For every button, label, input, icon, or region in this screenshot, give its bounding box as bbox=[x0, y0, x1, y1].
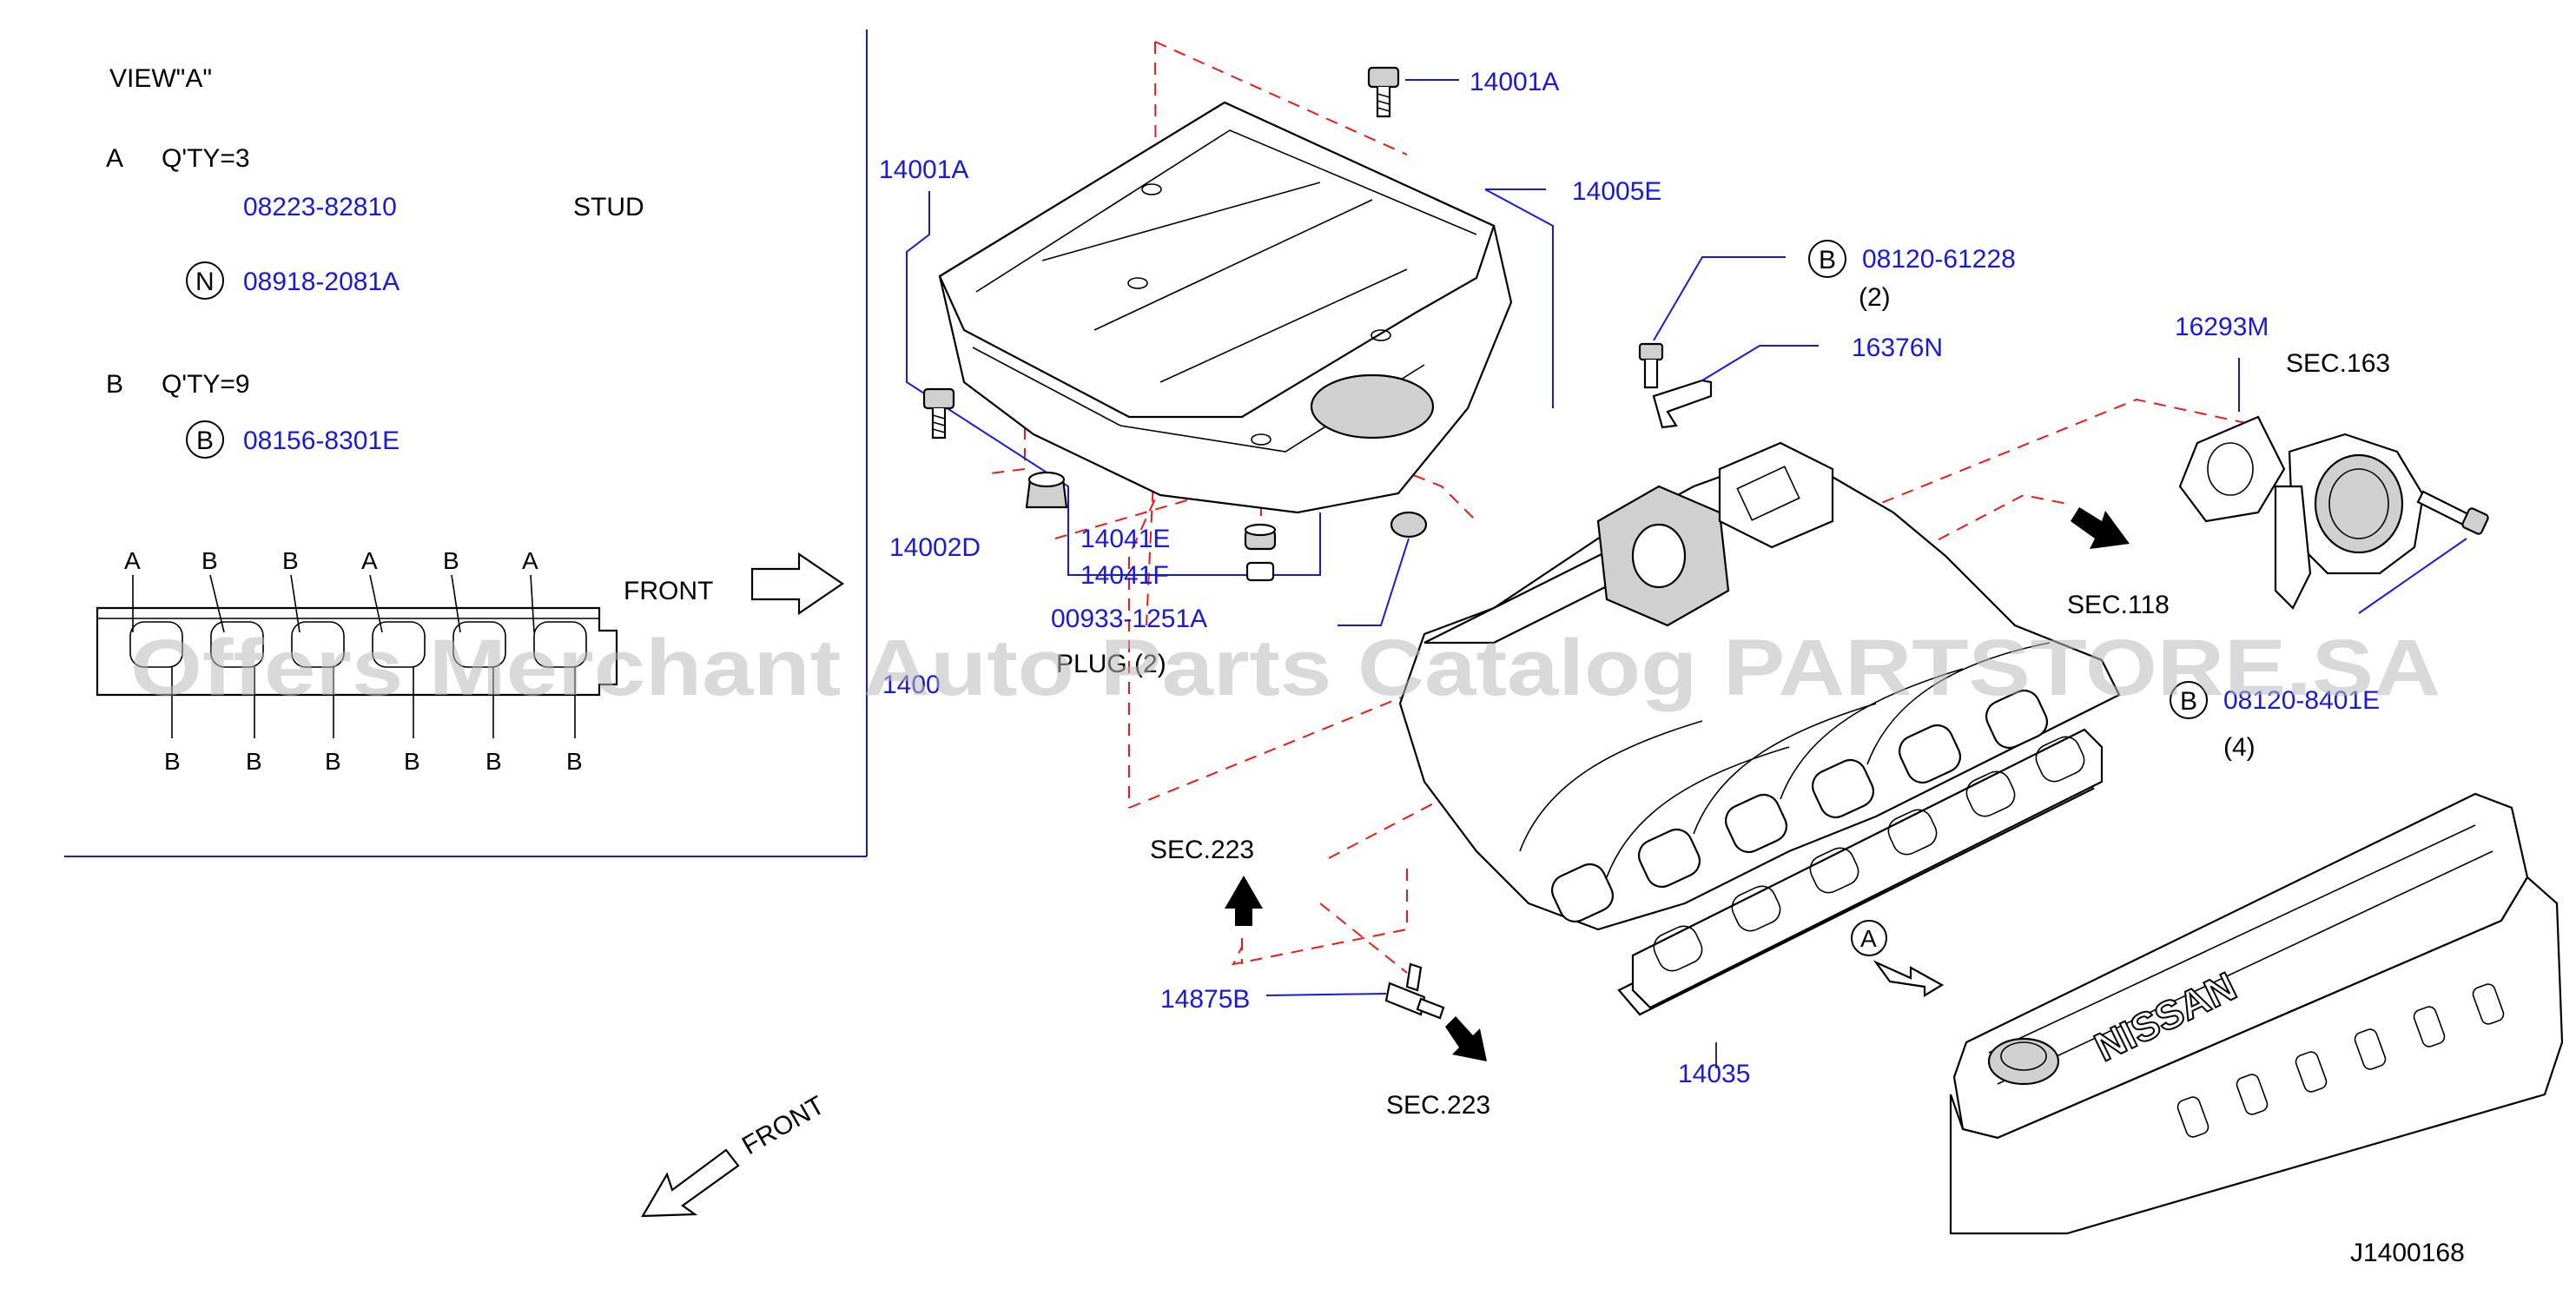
bolt-b-letter-1: B bbox=[1819, 246, 1836, 274]
engine-cover[interactable] bbox=[938, 101, 1513, 514]
bolt-part-number[interactable]: 08156-8301E bbox=[243, 426, 400, 455]
group-a-qty: Q'TY=3 bbox=[162, 144, 250, 173]
throttle-body[interactable] bbox=[2274, 433, 2425, 610]
nut-part-number[interactable]: 08918-2081A bbox=[243, 268, 400, 296]
front-arrow-right-icon bbox=[750, 552, 844, 616]
sec-223-bottom[interactable]: SEC.223 bbox=[1386, 1091, 1490, 1120]
nut-symbol-circle bbox=[186, 261, 224, 300]
part-14002d[interactable]: 14002D bbox=[889, 533, 981, 562]
leader-16376n bbox=[1701, 345, 1819, 381]
part-14041e[interactable]: 14041E bbox=[1080, 525, 1170, 553]
injector-14875b[interactable] bbox=[1384, 962, 1445, 1020]
stud-part-number[interactable]: 08223-82810 bbox=[243, 193, 397, 221]
leader-14005e bbox=[1484, 188, 1554, 408]
part-16376n[interactable]: 16376N bbox=[1852, 334, 1943, 362]
top-marker-2: B bbox=[201, 547, 218, 574]
part-14005e[interactable]: 14005E bbox=[1572, 177, 1661, 206]
bolt-symbol-letter: B bbox=[196, 426, 214, 455]
bottom-marker-1: B bbox=[164, 748, 181, 775]
front-label-view-a: FRONT bbox=[624, 577, 713, 605]
view-a-title: VIEW"A" bbox=[109, 64, 212, 93]
oil-filler-opening bbox=[1310, 373, 1435, 440]
bolt-b-symbol-1 bbox=[1808, 240, 1846, 278]
manifold-outlet-flanges bbox=[1550, 689, 2049, 923]
bracket-16376n[interactable] bbox=[1652, 379, 1713, 429]
cover-bolt-left[interactable] bbox=[922, 387, 955, 440]
leader-14001a-left bbox=[906, 191, 1321, 576]
sec-163[interactable]: SEC.163 bbox=[2286, 349, 2390, 378]
collar-14041f[interactable] bbox=[1245, 561, 1275, 582]
flange-ports bbox=[129, 621, 587, 668]
sec223-down-arrow-icon bbox=[1445, 1016, 1487, 1061]
part-16293m[interactable]: 16293M bbox=[2175, 313, 2269, 341]
top-markers: A B B A B A bbox=[124, 547, 538, 633]
nut-symbol-letter: N bbox=[195, 268, 215, 296]
watermark: Offers Merchant Auto Parts Catalog PARTS… bbox=[130, 624, 2441, 712]
leader-00933 bbox=[1338, 538, 1410, 626]
leader-08120-61228 bbox=[1653, 256, 1786, 341]
bottom-marker-4: B bbox=[404, 748, 420, 775]
bolt-08120-61228[interactable] bbox=[1638, 342, 1664, 389]
intake-manifold[interactable] bbox=[1398, 441, 2121, 931]
top-marker-3: B bbox=[282, 547, 299, 574]
bottom-marker-3: B bbox=[325, 748, 341, 775]
part-14041f[interactable]: 14041F bbox=[1080, 561, 1169, 590]
view-a-marker-letter: A bbox=[1860, 925, 1877, 952]
throttle-gasket-16293m[interactable] bbox=[2178, 415, 2286, 523]
group-a-letter: A bbox=[106, 144, 123, 173]
callout-labels: 14001A 14001A 14005E 14002D 14041E 14041… bbox=[879, 68, 2465, 1267]
exhaust-ports bbox=[2176, 983, 2505, 1138]
bottom-marker-2: B bbox=[246, 748, 262, 775]
bolt-b-symbol-2 bbox=[2170, 681, 2208, 719]
front-arrow-bottom-icon bbox=[641, 1148, 740, 1218]
part-1400x[interactable]: 1400 bbox=[882, 671, 941, 699]
sec118-arrow-icon bbox=[2071, 507, 2130, 549]
top-marker-1: A bbox=[124, 547, 141, 574]
plug-00933[interactable] bbox=[1390, 511, 1428, 539]
part-14001a-left[interactable]: 14001A bbox=[879, 155, 968, 184]
part-14035[interactable]: 14035 bbox=[1678, 1060, 1750, 1088]
part-14875b[interactable]: 14875B bbox=[1160, 985, 1250, 1014]
leader-08120-8401e bbox=[2358, 538, 2467, 614]
bottom-marker-6: B bbox=[566, 748, 583, 775]
cover-bolt-top[interactable] bbox=[1367, 66, 1400, 118]
throttle-bolt[interactable] bbox=[2416, 490, 2489, 535]
part-08120-61228[interactable]: 08120-61228 bbox=[1862, 245, 2016, 274]
qty-4: (4) bbox=[2223, 733, 2256, 762]
manifold-flange-view bbox=[96, 606, 618, 697]
qty-2: (2) bbox=[1859, 283, 1891, 312]
bolt-symbol-circle bbox=[186, 420, 224, 459]
leader-14875b bbox=[1265, 993, 1387, 996]
part-08120-8401e[interactable]: 08120-8401E bbox=[2223, 686, 2380, 715]
gasket-ports bbox=[1653, 736, 2085, 972]
group-b-letter: B bbox=[106, 370, 123, 399]
view-a-marker: A bbox=[1851, 920, 1945, 997]
bottom-markers: B B B B B B bbox=[164, 667, 583, 775]
stud-label: STUD bbox=[573, 193, 644, 221]
sec223-up-arrow-icon bbox=[1225, 876, 1263, 926]
sec-118[interactable]: SEC.118 bbox=[2067, 591, 2170, 619]
part-00933[interactable]: 00933-1251A bbox=[1051, 605, 1207, 633]
manifold-runners bbox=[1519, 642, 2051, 878]
diagram-id: J1400168 bbox=[2350, 1239, 2465, 1267]
front-label-bottom: FRONT bbox=[737, 1091, 829, 1160]
group-b-qty: Q'TY=9 bbox=[162, 370, 250, 399]
part-14001a-top[interactable]: 14001A bbox=[1470, 68, 1559, 96]
top-marker-6: A bbox=[522, 547, 538, 574]
cover-bushing-14002d[interactable] bbox=[1025, 471, 1068, 509]
oil-cap bbox=[1987, 1037, 2060, 1086]
top-marker-4: A bbox=[361, 547, 378, 574]
plug-label: PLUG (2) bbox=[1056, 650, 1166, 678]
bolt-b-letter-2: B bbox=[2180, 687, 2197, 716]
grommet-14041e[interactable] bbox=[1244, 523, 1277, 551]
view-a-panel: VIEW"A" A Q'TY=3 08223-82810 STUD N 0891… bbox=[64, 30, 868, 857]
top-marker-5: B bbox=[443, 547, 459, 574]
engine-block: NISSAN bbox=[1949, 792, 2564, 1235]
manifold-gasket-14035[interactable] bbox=[1617, 728, 2104, 1016]
sec-223-top[interactable]: SEC.223 bbox=[1150, 836, 1254, 864]
bottom-marker-5: B bbox=[485, 748, 502, 775]
